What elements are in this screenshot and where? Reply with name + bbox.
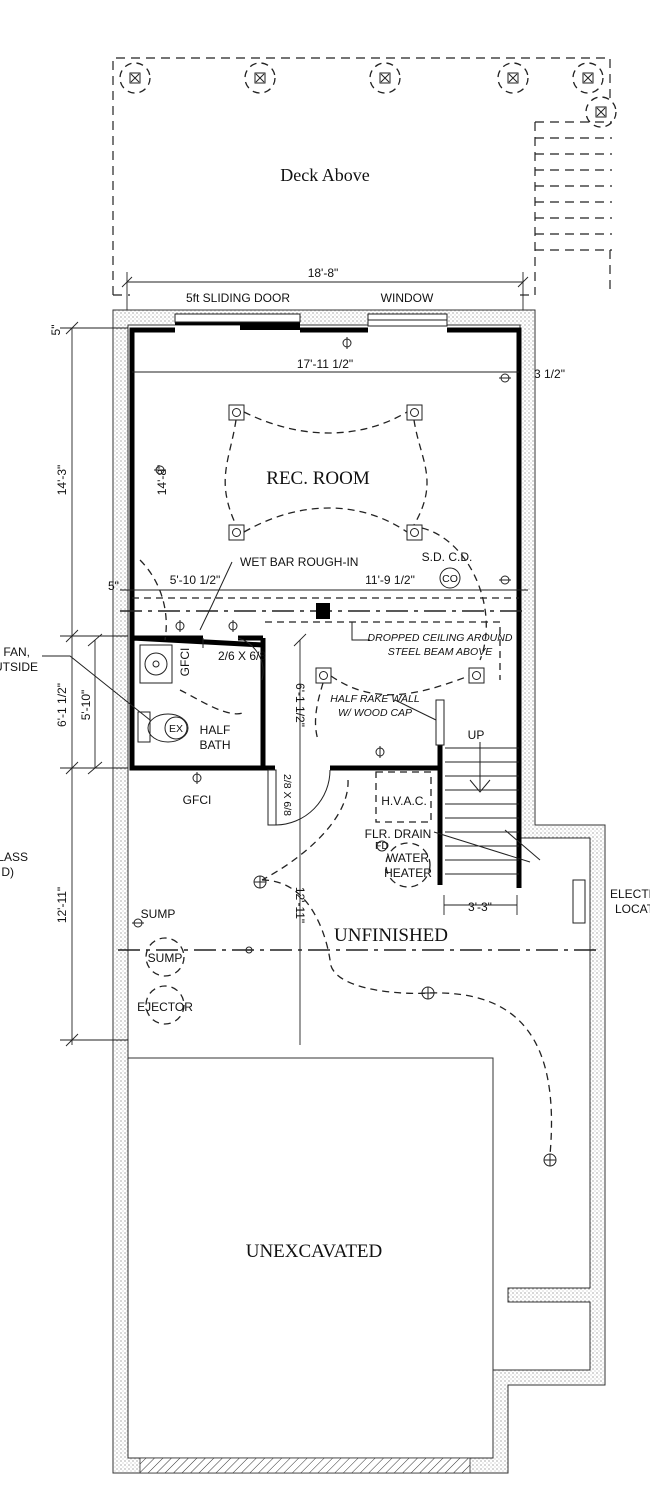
flr-drain-label: FLR. DRAIN bbox=[365, 827, 432, 841]
deck-above-label: Deck Above bbox=[280, 165, 369, 185]
bath-toilet bbox=[137, 711, 189, 743]
half-rake-label-2: W/ WOOD CAP bbox=[338, 707, 412, 719]
unexcavated-label: UNEXCAVATED bbox=[246, 1241, 383, 1262]
fd-label: FD bbox=[375, 840, 389, 852]
deck-outline bbox=[112, 57, 611, 296]
electrical-panel bbox=[572, 879, 586, 924]
deck-posts bbox=[119, 62, 617, 128]
dimension-top-overall: 18'-8" bbox=[121, 266, 529, 312]
half-rake-leader bbox=[394, 699, 437, 721]
dropped-ceiling-label-2: STEEL BEAM ABOVE bbox=[388, 646, 493, 658]
dim-5-10: 5'-10" bbox=[79, 690, 93, 721]
dim-17-11-half: 17'-11 1/2" bbox=[297, 357, 353, 371]
up-label: UP bbox=[468, 728, 485, 742]
water-heater bbox=[385, 842, 431, 888]
dim-5-mid: 5" bbox=[108, 579, 119, 593]
wall-lights bbox=[253, 875, 557, 1167]
left-dimension-chain bbox=[60, 321, 128, 1047]
dim-12-11-mid: 12'-11" bbox=[293, 887, 307, 923]
door-2-8 bbox=[267, 769, 277, 826]
sump-label-2: SUMP bbox=[148, 951, 183, 965]
outlets bbox=[154, 337, 511, 784]
bath-sink bbox=[139, 644, 173, 684]
unfinished-lights bbox=[314, 667, 485, 741]
steel-beam-line bbox=[120, 589, 528, 680]
dim-3-3: 3'-3" bbox=[468, 900, 492, 914]
sump-pit bbox=[145, 937, 185, 977]
hvac-label: H.V.A.C. bbox=[381, 794, 427, 808]
fan-leader bbox=[42, 655, 151, 721]
dim-5-10-half: 5'-10 1/2" bbox=[170, 573, 221, 587]
ejector-pit bbox=[145, 985, 185, 1025]
door-2-6-label: 2/6 X 6/8 bbox=[218, 649, 266, 663]
rec-room-lights bbox=[139, 404, 487, 661]
dim-11-9-half: 11'-9 1/2" bbox=[365, 573, 415, 587]
bath-switch-run bbox=[179, 689, 246, 715]
unfinished-label: UNFINISHED bbox=[334, 925, 448, 946]
fan-label-2: UTSIDE bbox=[0, 660, 38, 674]
gfci-label: GFCI bbox=[183, 793, 212, 807]
half-rake-label-1: HALF RAKE WALL bbox=[330, 693, 420, 705]
co-detector-icon bbox=[439, 567, 461, 589]
dim-6-1-half-left: 6'-1 1/2" bbox=[55, 683, 69, 727]
exhaust-fan-label: EX bbox=[169, 723, 183, 735]
electr-label-1: ELECTR bbox=[610, 887, 650, 901]
gfci-vertical-label: GFCI bbox=[178, 648, 192, 677]
unfinished-wiring bbox=[261, 779, 553, 1156]
stairs: UP bbox=[435, 699, 541, 875]
half-bath-walls bbox=[129, 612, 522, 888]
dim-18-8: 18'-8" bbox=[308, 266, 339, 280]
bath-door-swing bbox=[202, 637, 264, 681]
floor-drain-icon bbox=[376, 840, 388, 852]
dim-6-1-half-mid: 6'-1 1/2" bbox=[293, 683, 307, 727]
deck-stairs bbox=[534, 121, 612, 295]
water-heater-label-1: WATER bbox=[387, 851, 429, 865]
half-bath-label-2: BATH bbox=[199, 738, 230, 752]
dim-5-top: 5" bbox=[49, 325, 63, 336]
mid-dimension-chain bbox=[293, 633, 307, 1045]
window-label: WINDOW bbox=[381, 291, 434, 305]
foundation-hatch bbox=[139, 1457, 471, 1474]
dim-3-half: 3 1/2" bbox=[534, 367, 565, 381]
ejector-label: EJECTOR bbox=[137, 1000, 193, 1014]
rec-room-label: REC. ROOM bbox=[266, 468, 370, 489]
half-bath-label-1: HALF bbox=[200, 723, 231, 737]
door-2-8-label: 2/8 X 6/8 bbox=[281, 774, 293, 816]
hvac-unit bbox=[375, 771, 432, 823]
wet-bar-leader bbox=[199, 561, 233, 631]
lass-label-1: LASS bbox=[0, 850, 28, 864]
dim-14-8: 14'-8" bbox=[155, 465, 169, 496]
dropped-ceiling-label-1: DROPPED CEILING AROUND bbox=[368, 632, 513, 644]
dimension-inner-top: 17'-11 1/2" 3 1/2" bbox=[132, 357, 565, 381]
stair-width-dimension bbox=[443, 895, 518, 915]
fan-label-1: FAN, bbox=[3, 645, 30, 659]
sliding-door-label: 5ft SLIDING DOOR bbox=[186, 291, 290, 305]
dim-12-11-left: 12'-11" bbox=[55, 887, 69, 923]
water-heater-label-2: HEATER bbox=[384, 866, 432, 880]
wet-bar-label: WET BAR ROUGH-IN bbox=[240, 555, 358, 569]
co-label: CO bbox=[442, 573, 458, 585]
lass-label-2: D) bbox=[1, 865, 14, 879]
sump-label-1: SUMP bbox=[141, 907, 176, 921]
electr-label-2: LOCAT bbox=[615, 902, 650, 916]
rec-room-walls bbox=[129, 313, 522, 612]
sdco-label: S.D. C.D. bbox=[422, 550, 473, 564]
dim-14-3: 14'-3" bbox=[55, 465, 69, 496]
